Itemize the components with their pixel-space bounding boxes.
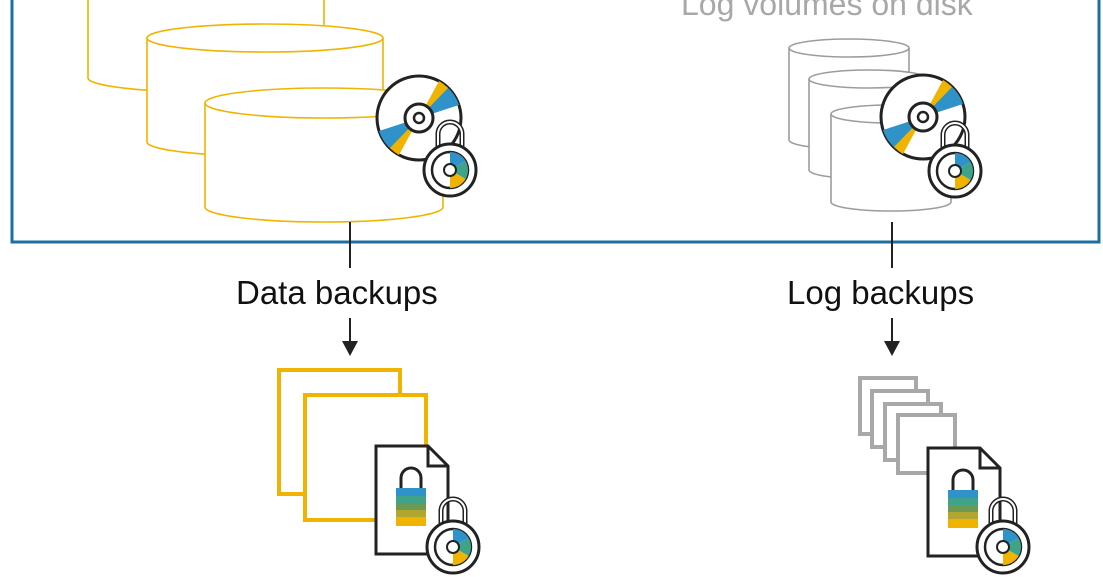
log-backups-label: Log backups — [787, 274, 975, 311]
log-backup-files-icon — [858, 376, 957, 475]
storage-frame — [10, 0, 1101, 244]
data-arrow-head — [342, 341, 358, 356]
log-volumes-label: Log volumes on disk — [681, 0, 973, 22]
log-arrow-head — [884, 341, 900, 356]
data-backups-label: Data backups — [236, 274, 438, 311]
